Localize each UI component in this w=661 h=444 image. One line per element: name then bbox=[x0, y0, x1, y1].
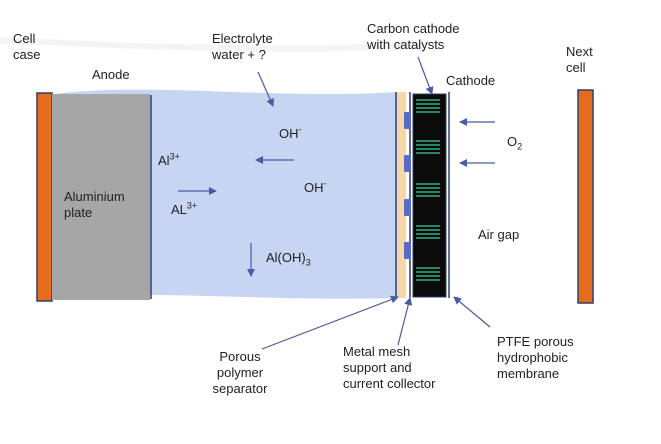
mesh-label-line: Metal mesh bbox=[343, 344, 411, 359]
ptfe-label: PTFE porous hydrophobic membrane bbox=[497, 334, 574, 382]
ion-al-2-base: AL bbox=[171, 202, 187, 217]
aluminium-plate-label: Aluminium plate bbox=[64, 189, 125, 221]
cell-case-label-line: Cell bbox=[13, 31, 36, 46]
separator-leader-arrow bbox=[261, 295, 399, 350]
ion-oh-top-charge: - bbox=[298, 124, 302, 135]
electrolyte-label: Electrolyte water + ? bbox=[212, 31, 273, 63]
separator-label-line: separator bbox=[212, 381, 268, 396]
anode-label: Anode bbox=[92, 67, 130, 82]
mesh-label-line: current collector bbox=[343, 376, 436, 391]
aluminium-label-line: Aluminium bbox=[64, 189, 125, 204]
oxygen-base: O bbox=[507, 134, 518, 149]
mesh-label-line: support and bbox=[343, 360, 412, 375]
ion-oh-mid: OH- bbox=[304, 178, 327, 196]
mesh-node bbox=[404, 199, 411, 216]
carbon-cathode-label: Carbon cathode with catalysts bbox=[367, 21, 460, 53]
electrolyte-arrow bbox=[257, 71, 274, 107]
carbon-cathode-label-line: Carbon cathode bbox=[367, 21, 460, 36]
catalyst-layers bbox=[416, 99, 440, 281]
mesh-node bbox=[404, 155, 411, 172]
separator-label-line: Porous bbox=[219, 349, 261, 364]
ion-al-2: AL3+ bbox=[171, 200, 198, 218]
next-cell-label-line: cell bbox=[566, 60, 586, 75]
catalyst-strip bbox=[416, 267, 440, 281]
electrolyte-label-line: water + ? bbox=[212, 47, 266, 62]
carbon-cathode-label-line: with catalysts bbox=[367, 37, 445, 52]
precipitate-aloh3: Al(OH)3 bbox=[266, 250, 311, 268]
separator-label: Porous polymer separator bbox=[205, 349, 275, 397]
ion-al-2-charge: 3+ bbox=[186, 200, 198, 211]
mesh-leader-arrow bbox=[397, 297, 413, 346]
precipitate-base: Al(OH) bbox=[266, 250, 306, 265]
aluminium-plate bbox=[52, 94, 150, 300]
cell-case-left bbox=[36, 92, 53, 302]
ion-oh-top-base: OH bbox=[279, 126, 299, 141]
ion-al-1-charge: 3+ bbox=[169, 151, 180, 162]
cathode-label: Cathode bbox=[446, 73, 496, 88]
next-cell-label-line: Next bbox=[566, 44, 593, 59]
ptfe-label-line: hydrophobic bbox=[497, 350, 568, 365]
separator-label-line: polymer bbox=[216, 365, 264, 380]
ion-al-1-base: Al bbox=[158, 153, 170, 168]
cathode-leader-arrow bbox=[417, 56, 434, 95]
cell-case-label: Cell case bbox=[13, 31, 40, 63]
oxygen-subscript: 2 bbox=[517, 141, 523, 152]
catalyst-strip bbox=[416, 225, 440, 239]
cell-case-label-line: case bbox=[13, 47, 41, 62]
catalyst-strip bbox=[416, 183, 440, 197]
electrolyte-label-line: Electrolyte bbox=[212, 31, 273, 46]
mesh-node bbox=[404, 112, 411, 129]
mesh-node bbox=[404, 242, 411, 259]
ptfe-leader-arrow bbox=[453, 296, 491, 328]
ion-al-1: Al3+ bbox=[158, 151, 180, 169]
cell-case-right bbox=[577, 89, 594, 304]
oxygen-label: O2 bbox=[507, 134, 523, 152]
mesh-label: Metal mesh support and current collector bbox=[343, 344, 435, 392]
catalyst-strip bbox=[416, 140, 440, 154]
precipitate-subscript: 3 bbox=[305, 257, 311, 268]
ion-oh-mid-base: OH bbox=[304, 180, 324, 195]
aluminium-label-line: plate bbox=[64, 205, 93, 220]
ptfe-label-line: membrane bbox=[497, 366, 560, 381]
separator-layer bbox=[397, 92, 406, 298]
ptfe-label-line: PTFE porous bbox=[497, 334, 574, 349]
next-cell-label: Next cell bbox=[566, 44, 593, 76]
ion-oh-mid-charge: - bbox=[323, 178, 327, 189]
catalyst-strip bbox=[416, 99, 440, 113]
ion-oh-top: OH- bbox=[279, 124, 302, 142]
air-gap-label: Air gap bbox=[478, 227, 520, 242]
